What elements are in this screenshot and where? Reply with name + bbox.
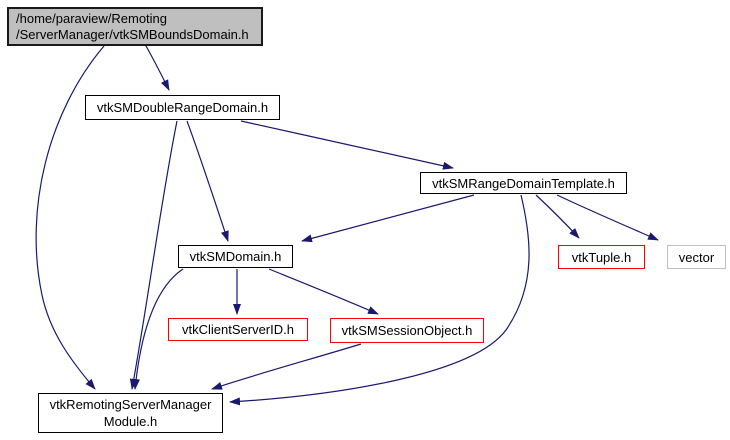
- edge-doublerange-to-template: [240, 120, 454, 170]
- node-vtkclientserverid[interactable]: vtkClientServerID.h: [168, 318, 308, 341]
- node-vtksmsessionobject[interactable]: vtkSMSessionObject.h: [330, 318, 484, 343]
- node-vector: vector: [667, 245, 726, 269]
- node-vtksmdoublerangedomain[interactable]: vtkSMDoubleRangeDomain.h: [85, 95, 280, 120]
- edge-template-to-smdomain: [301, 194, 475, 243]
- edge-doublerange-to-module: [129, 120, 178, 390]
- edge-smdomain-to-sessionobject: [268, 268, 379, 315]
- edge-template-to-vector: [556, 194, 659, 241]
- edge-doublerange-to-smdomain: [186, 120, 229, 242]
- edge-template-to-module: [229, 194, 530, 406]
- node-vtkremotingservermanagermodule[interactable]: vtkRemotingServerManager Module.h: [38, 393, 223, 433]
- edge-template-to-vtktuple: [535, 194, 580, 239]
- node-vtksmdomain[interactable]: vtkSMDomain.h: [178, 245, 293, 268]
- node-vtksmrangedomaintemplate[interactable]: vtkSMRangeDomainTemplate.h: [420, 172, 627, 194]
- node-vtksmboundsdomain: /home/paraview/Remoting /ServerManager/v…: [7, 7, 263, 46]
- edge-boundsdomain-to-doublerange: [145, 45, 170, 91]
- node-vtktuple[interactable]: vtkTuple.h: [558, 245, 645, 269]
- edge-sessionobject-to-module: [211, 343, 362, 390]
